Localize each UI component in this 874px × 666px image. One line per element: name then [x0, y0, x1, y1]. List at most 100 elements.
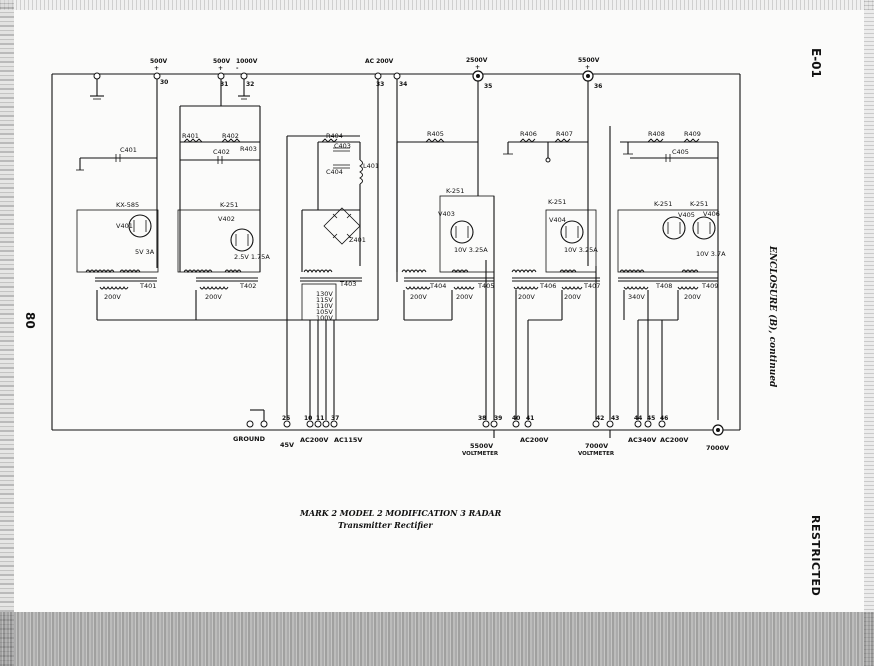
- label-t404-voltage: 200V: [410, 293, 427, 301]
- label-tube-v402-type: K-251: [220, 201, 238, 209]
- label-t406-ref: T406: [539, 282, 556, 290]
- bottom-number-11: 11: [316, 415, 324, 422]
- bottom-number-40: 40: [512, 415, 520, 422]
- label-t402-voltage: 200V: [205, 293, 222, 301]
- label-t404-ref: T404: [429, 282, 446, 290]
- label-tube-v403-type: K-251: [446, 187, 464, 195]
- top-terminal-number-36: 36: [594, 83, 602, 90]
- label-t403-tap-2: 115V: [316, 296, 333, 304]
- page-number: 80: [23, 312, 37, 329]
- scan-noise-right: [864, 0, 874, 666]
- top-terminal-36: [582, 70, 594, 266]
- bottom-number-42: 42: [596, 415, 604, 422]
- bottom-terminals: [246, 409, 724, 438]
- caption-title: MARK 2 MODEL 2 MODIFICATION 3 RADAR: [299, 508, 502, 518]
- label-t409-ref: T409: [701, 282, 718, 290]
- bottom-label-voltmeter-1: VOLTMETER: [462, 451, 499, 457]
- bottom-label-45v: 45V: [280, 441, 294, 449]
- label-t405-voltage: 200V: [456, 293, 473, 301]
- label-tube-v402-ref: V402: [218, 215, 235, 223]
- label-tube-v401-rating: 5V 3A: [135, 248, 155, 256]
- bottom-label-7000v-2: 7000V: [706, 444, 729, 452]
- label-t403-tap-3: 110V: [316, 302, 333, 310]
- label-tube-v401-ref: V401: [116, 222, 133, 230]
- label-t406-voltage: 200V: [518, 293, 535, 301]
- classification-mark: RESTRICTED: [809, 515, 822, 596]
- top-terminal-number-34: 34: [399, 81, 407, 88]
- top-terminal-polarity-35: +: [475, 64, 480, 71]
- label-r401: R401: [182, 132, 199, 140]
- label-t407-voltage: 200V: [564, 293, 581, 301]
- bottom-label-ac200v: AC200V: [300, 436, 328, 444]
- bottom-number-44: 44: [634, 415, 642, 422]
- label-r407: R407: [556, 130, 573, 138]
- label-t402-ref: T402: [239, 282, 256, 290]
- bottom-label-ac200v-3: AC200V: [660, 436, 688, 444]
- top-terminal-number-30: 30: [160, 79, 168, 86]
- label-tube-v403-rating: 10V 3.25A: [454, 246, 488, 254]
- label-t405-ref: T405: [477, 282, 494, 290]
- label-r402: R402: [222, 132, 239, 140]
- scan-noise-top: [0, 0, 874, 10]
- bottom-number-43: 43: [611, 415, 619, 422]
- top-terminal-voltage-33: AC 200V: [365, 58, 394, 65]
- bottom-number-45: 45: [647, 415, 655, 422]
- terminal-ground-top: [93, 72, 101, 80]
- label-tube-v401-type: KX-585: [116, 201, 139, 209]
- label-tube-v404-type: K-251: [548, 198, 566, 206]
- top-terminal-polarity-31: +: [218, 65, 223, 72]
- label-r408: R408: [648, 130, 665, 138]
- section-z401: [286, 135, 363, 420]
- bottom-label-ac200v-2: AC200V: [520, 436, 548, 444]
- label-tube-v404-ref: V404: [549, 216, 566, 224]
- top-terminal-number-35: 35: [484, 83, 492, 90]
- label-t403-tap-5: 100V: [316, 314, 333, 322]
- top-terminal-32: [238, 72, 250, 100]
- label-t408-voltage: 340V: [628, 293, 645, 301]
- top-terminal-33: [374, 72, 382, 320]
- label-r405: R405: [427, 130, 444, 138]
- label-tube-v406-ref: V406: [703, 210, 720, 218]
- label-r404: R404: [326, 132, 343, 140]
- label-t401-voltage: 200V: [104, 293, 121, 301]
- label-tube-v404-rating: 10V 3.25A: [564, 246, 598, 254]
- label-t409-voltage: 200V: [684, 293, 701, 301]
- bottom-number-41: 41: [526, 415, 534, 422]
- top-terminal-voltage-32: 1000V: [236, 58, 258, 65]
- top-terminal-number-33: 33: [376, 81, 384, 88]
- label-t401-ref: T401: [139, 282, 156, 290]
- section-v402: [177, 106, 261, 320]
- bottom-label-5500v: 5500V: [470, 442, 493, 450]
- label-c404: C404: [326, 168, 343, 176]
- section-v404: [503, 138, 600, 420]
- label-t403-tap-4: 105V: [316, 308, 333, 316]
- section-v403-v404: [396, 138, 495, 420]
- top-terminal-number-31: 31: [220, 81, 228, 88]
- top-terminal-number-32: 32: [246, 81, 254, 88]
- label-tube-v406-type: K-251: [690, 200, 708, 208]
- section-code: E-01: [809, 48, 823, 78]
- label-t403-ref: T403: [339, 280, 356, 288]
- label-t403-tap-1: 130V: [316, 290, 333, 298]
- top-terminal-voltage-30: 500V: [150, 58, 168, 65]
- label-r409: R409: [684, 130, 701, 138]
- bottom-label-ground: GROUND: [233, 435, 266, 443]
- label-t407-ref: T407: [583, 282, 600, 290]
- label-tube-v402-rating: 2.5V 1.75A: [234, 253, 270, 261]
- top-terminal-polarity-32: -: [236, 65, 239, 72]
- label-c405: C405: [672, 148, 689, 156]
- top-terminal-30: [153, 72, 161, 268]
- top-terminal-voltage-36: 5500V: [578, 57, 600, 64]
- label-c403: C403: [334, 142, 351, 150]
- bottom-number-38: 38: [478, 415, 486, 422]
- label-r406: R406: [520, 130, 537, 138]
- bottom-number-25: 25: [282, 415, 290, 422]
- top-terminal-31: [180, 72, 260, 107]
- scan-noise-left: [0, 0, 14, 666]
- label-z401: Z401: [349, 236, 366, 244]
- bottom-label-ac115v: AC115V: [334, 436, 362, 444]
- label-tube-v403-ref: V403: [438, 210, 455, 218]
- bottom-number-39: 39: [494, 415, 502, 422]
- top-terminal-voltage-35: 2500V: [466, 57, 488, 64]
